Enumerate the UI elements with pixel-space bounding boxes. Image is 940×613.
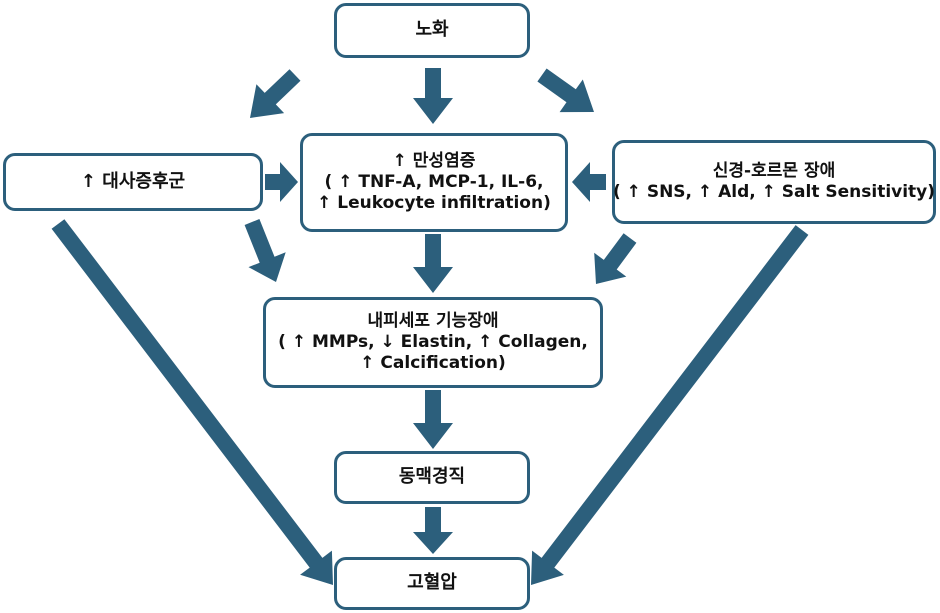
- node-metabolic-syndrome: ↑ 대사증후군: [3, 153, 263, 211]
- node-hypertension-line-1: 고혈압: [407, 572, 457, 594]
- node-stiffness-line-1: 동맥경직: [398, 466, 466, 488]
- node-chronic-inflammation: ↑ 만성염증 ( ↑ TNF-A, MCP-1, IL-6, ↑ Leukocy…: [300, 133, 568, 232]
- arrow-metabolic-to-hypertension: [51, 219, 333, 585]
- node-aging-line-1: 노화: [415, 19, 449, 41]
- arrow-aging-to-metabolic: [250, 69, 301, 118]
- node-neurohormonal-disorder: 신경-호르몬 장애 ( ↑ SNS, ↑ Ald, ↑ Salt Sensiti…: [612, 140, 936, 224]
- node-hypertension: 고혈압: [334, 557, 530, 610]
- node-endothelial-line-2: ( ↑ MMPs, ↓ Elastin, ↑ Collagen,: [278, 331, 588, 352]
- arrow-aging-to-inflammation: [413, 68, 453, 124]
- arrow-metabolic-to-endothelial: [244, 219, 286, 282]
- arrow-metabolic-to-inflammation: [265, 162, 298, 202]
- node-aging: 노화: [334, 3, 530, 58]
- node-endothelial-dysfunction: 내피세포 기능장애 ( ↑ MMPs, ↓ Elastin, ↑ Collage…: [263, 297, 603, 388]
- node-inflammation-line-3: ↑ Leukocyte infiltration): [317, 193, 551, 214]
- node-metabolic-line-1: ↑ 대사증후군: [80, 170, 186, 192]
- arrow-inflammation-to-endothelial: [413, 234, 453, 293]
- node-endothelial-line-3: ↑ Calcification): [360, 353, 506, 374]
- node-neuro-line-2: ( ↑ SNS, ↑ Ald, ↑ Salt Sensitivity): [612, 182, 936, 202]
- node-inflammation-line-1: ↑ 만성염증: [392, 150, 476, 171]
- node-endothelial-line-1: 내피세포 기능장애: [367, 310, 499, 331]
- arrow-endothelial-to-stiffness: [413, 390, 453, 449]
- arrow-neuro-to-hypertension: [531, 225, 809, 585]
- arrow-aging-to-neuro: [537, 68, 594, 113]
- arrow-neuro-to-inflammation: [572, 162, 606, 202]
- arrow-neuro-to-endothelial: [594, 233, 637, 284]
- node-inflammation-line-2: ( ↑ TNF-A, MCP-1, IL-6,: [324, 171, 544, 192]
- node-arterial-stiffness: 동맥경직: [334, 451, 530, 504]
- arrow-stiffness-to-hypertension: [413, 507, 453, 554]
- node-neuro-line-1: 신경-호르몬 장애: [712, 160, 836, 181]
